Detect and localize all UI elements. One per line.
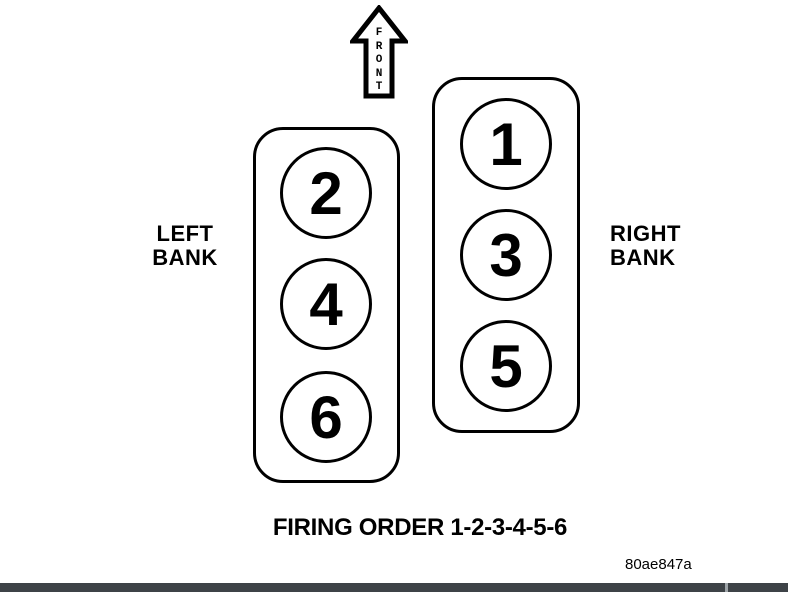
front-letter: T — [375, 81, 383, 93]
cylinder-5: 5 — [460, 320, 552, 412]
window-bottom-edge-divider — [725, 583, 728, 592]
cylinder-6: 6 — [280, 371, 372, 463]
cylinder-3: 3 — [460, 209, 552, 301]
front-letter: N — [375, 67, 383, 80]
left-bank-label: LEFT BANK — [152, 221, 218, 270]
front-letter: R — [375, 40, 383, 53]
firing-order-caption: FIRING ORDER 1-2-3-4-5-6 — [272, 514, 568, 541]
front-letter: F — [375, 27, 383, 39]
front-arrow-label: F R O N T — [350, 27, 408, 95]
right-bank-label: RIGHT BANK — [610, 221, 681, 270]
cylinder-4: 4 — [280, 258, 372, 350]
cylinder-2: 2 — [280, 147, 372, 239]
front-arrow-icon — [350, 5, 408, 99]
right-bank-outline: 1 3 5 — [432, 77, 580, 433]
front-letter: O — [375, 54, 383, 66]
cylinder-1: 1 — [460, 98, 552, 190]
left-bank-outline: 2 4 6 — [253, 127, 400, 483]
window-bottom-edge — [0, 583, 788, 592]
figure-code: 80ae847a — [625, 556, 692, 573]
